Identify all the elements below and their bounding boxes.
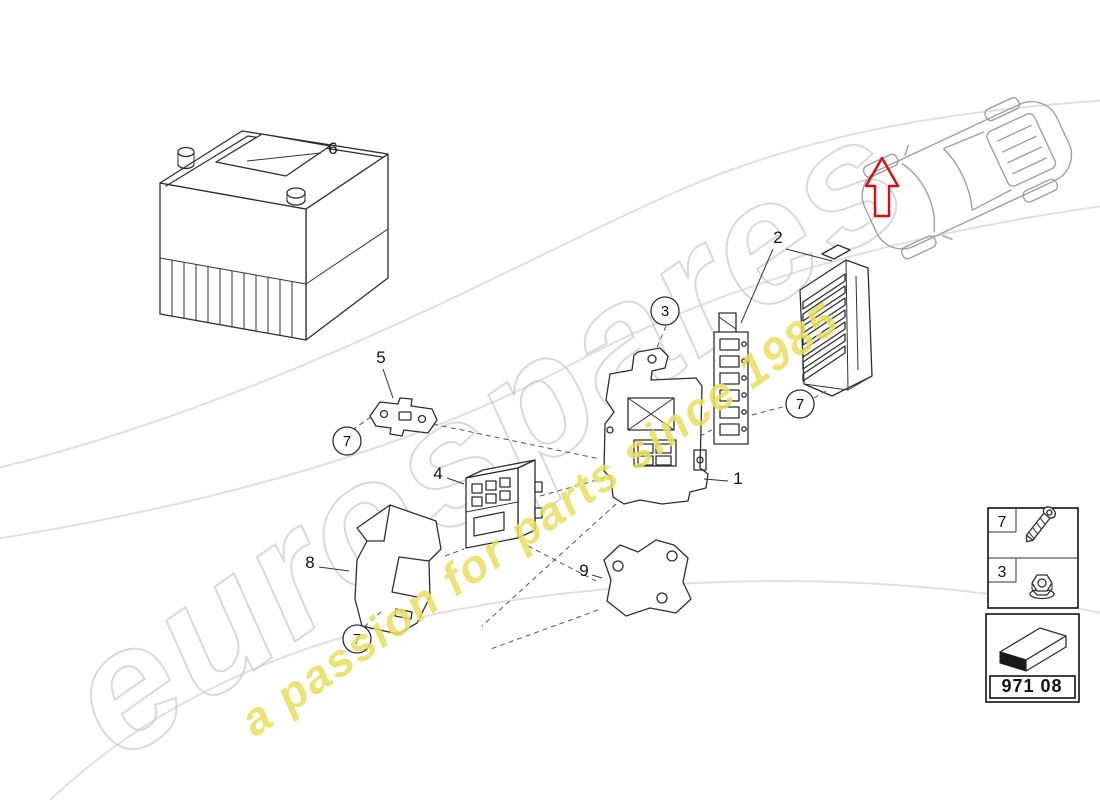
control-module-part <box>465 459 543 549</box>
part-label-8[interactable]: 8 <box>305 553 314 572</box>
part-code: 971 08 <box>1001 676 1062 696</box>
legend-nut-ref: 3 <box>998 564 1007 581</box>
part-label-9[interactable]: 9 <box>579 561 588 580</box>
fastener-legend[interactable]: 7 3 <box>987 505 1079 609</box>
part-label-2[interactable]: 2 <box>773 228 782 247</box>
callout-nut-3[interactable]: 3 <box>650 296 680 326</box>
direction-arrow-icon <box>864 156 900 218</box>
assembly-arrow-icon <box>999 627 1067 672</box>
fuse-strip-part <box>713 312 749 445</box>
battery-cover-part <box>354 504 442 635</box>
callout-7-number: 7 <box>353 631 361 648</box>
callout-screw-7-cover[interactable]: 7 <box>342 624 372 654</box>
callout-screw-7-fusebox[interactable]: 7 <box>785 389 815 419</box>
flange-nut-icon <box>1029 574 1055 600</box>
assembly-dashed-lines <box>351 325 827 651</box>
fuse-holder-bracket-part <box>603 347 709 505</box>
callout-7-number: 7 <box>796 396 804 413</box>
battery-ribs <box>171 260 293 338</box>
leader-lines <box>246 152 833 579</box>
screw-icon <box>1025 506 1057 543</box>
gasket-plate-part <box>603 539 692 617</box>
part-label-1[interactable]: 1 <box>733 469 742 488</box>
callout-3-number: 3 <box>661 303 669 320</box>
legend-screw-ref: 7 <box>998 514 1007 531</box>
callout-screw-7-bracket[interactable]: 7 <box>332 426 362 456</box>
fuse-box-part <box>799 244 873 397</box>
part-label-4[interactable]: 4 <box>433 464 442 483</box>
car-top-view <box>861 97 1073 260</box>
part-code-box[interactable]: 971 08 <box>985 613 1080 703</box>
mounting-bracket-part <box>369 397 438 437</box>
part-label-6[interactable]: 6 <box>328 139 337 158</box>
callout-7-number: 7 <box>343 433 351 450</box>
battery-illustration <box>159 130 389 341</box>
part-label-5[interactable]: 5 <box>376 348 385 367</box>
